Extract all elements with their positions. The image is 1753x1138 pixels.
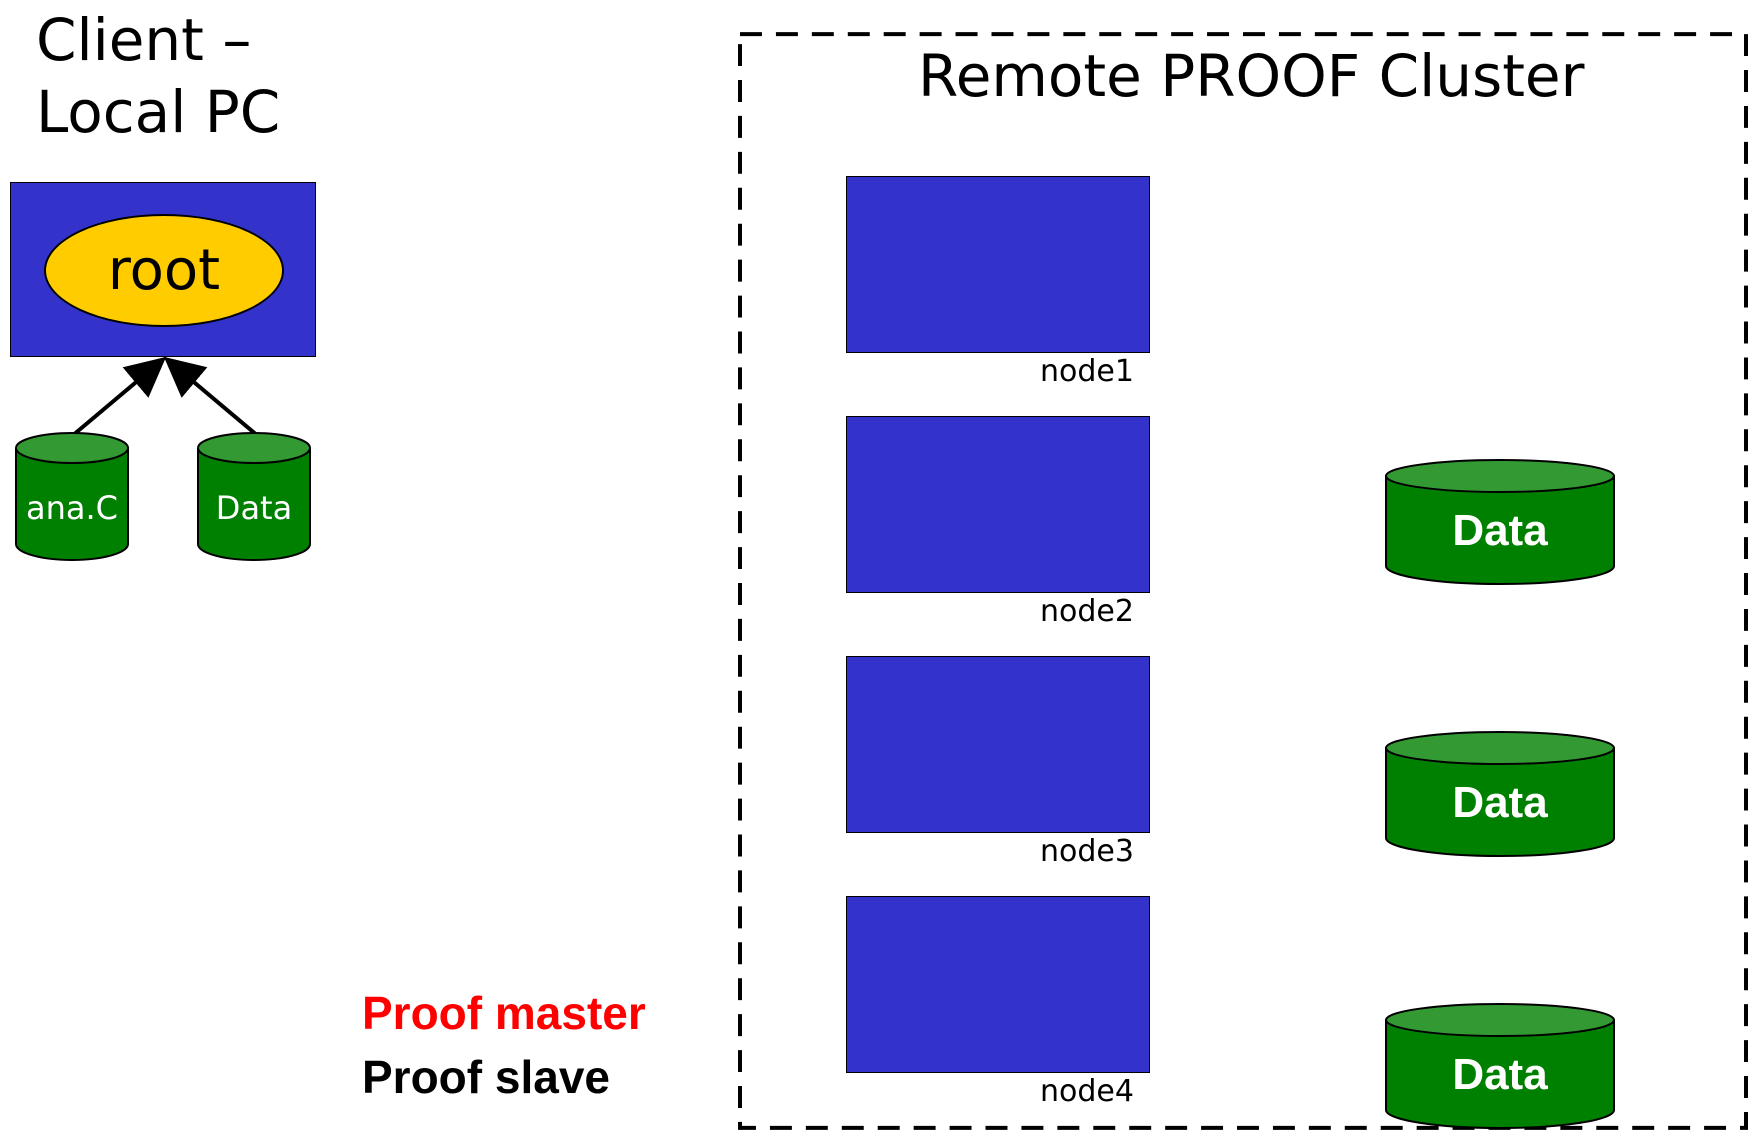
node-label-1: node1 bbox=[1040, 354, 1134, 389]
file-cylinder-ana bbox=[15, 432, 129, 561]
root-app-ellipse: root bbox=[44, 214, 284, 327]
legend-proof-slave: Proof slave bbox=[362, 1051, 610, 1103]
storage-cylinder-1 bbox=[1385, 459, 1615, 585]
node-box-2 bbox=[846, 416, 1150, 593]
client-title: Client – Local PC bbox=[36, 4, 280, 148]
node-box-4 bbox=[846, 896, 1150, 1073]
file-label-data: Data bbox=[215, 489, 293, 527]
node-box-3 bbox=[846, 656, 1150, 833]
storage-label-1: Data bbox=[1452, 506, 1548, 555]
client-title-line2: Local PC bbox=[36, 78, 281, 146]
root-app-label: root bbox=[107, 238, 221, 303]
storage-label-3: Data bbox=[1452, 1050, 1548, 1099]
storage-label-2: Data bbox=[1452, 778, 1548, 827]
client-arrows bbox=[70, 356, 260, 438]
node-label-3: node3 bbox=[1040, 834, 1134, 869]
node-box-1 bbox=[846, 176, 1150, 353]
node-label-4: node4 bbox=[1040, 1074, 1134, 1109]
cluster-title: Remote PROOF Cluster bbox=[918, 42, 1585, 110]
file-label-ana: ana.C bbox=[25, 489, 118, 527]
storage-cylinder-2 bbox=[1385, 731, 1615, 857]
arrow-ana-to-client bbox=[70, 356, 167, 438]
legend-proof-master: Proof master bbox=[362, 987, 646, 1039]
file-cylinder-data bbox=[197, 432, 311, 561]
client-title-line1: Client – bbox=[36, 6, 252, 74]
storage-cylinder-3 bbox=[1385, 1003, 1615, 1129]
arrow-data-to-client bbox=[163, 356, 260, 438]
node-label-2: node2 bbox=[1040, 594, 1134, 629]
cluster-boundary bbox=[738, 32, 1748, 1130]
